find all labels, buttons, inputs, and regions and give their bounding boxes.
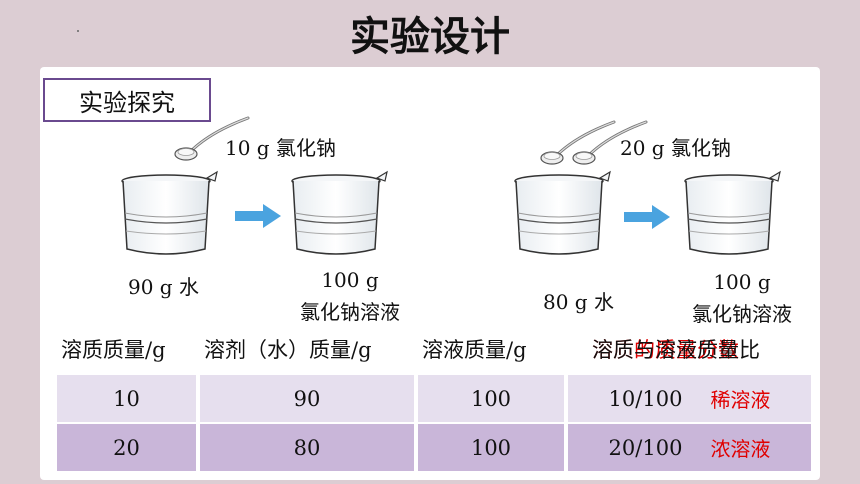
dot-mark (77, 30, 79, 32)
result-name-1: 氯化钠溶液 (300, 300, 400, 324)
solute-label-1: 10 g 氯化钠 (225, 136, 336, 160)
ratio-note: 浓溶液 (710, 437, 771, 461)
section-tag: 实验探究 (43, 78, 211, 122)
ratio-value: 20/100 (608, 435, 683, 460)
page-title: 实验设计 (350, 14, 510, 60)
table-row: 20 80 100 20/100 浓溶液 (57, 424, 811, 471)
beaker-solution-2 (684, 171, 781, 255)
cell-solute: 10 (57, 375, 196, 422)
cell-solvent: 90 (200, 375, 414, 422)
table-row: 10 90 100 10/100 稀溶液 (57, 375, 811, 422)
arrow-icon (624, 205, 670, 229)
result-name-2: 氯化钠溶液 (692, 302, 792, 326)
beaker-water-1 (121, 171, 218, 255)
header-solute: 溶质质量/g (57, 325, 196, 373)
header-solvent: 溶剂（水）质量/g (200, 325, 414, 373)
result-mass-2: 100 g (713, 270, 771, 294)
cell-solvent: 80 (200, 424, 414, 471)
cell-solution: 100 (418, 375, 564, 422)
beaker-water-2 (514, 171, 611, 255)
header-ratio: 溶质的质量分数 溶质与溶液质量比 (568, 325, 811, 373)
table-header: 溶质质量/g 溶剂（水）质量/g 溶液质量/g 溶质的质量分数 溶质与溶液质量比 (57, 325, 811, 373)
cell-ratio: 20/100 浓溶液 (568, 424, 811, 471)
header-ratio-text: 溶质的质量分数 溶质与溶液质量比 (592, 334, 760, 364)
header-solution: 溶液质量/g (418, 325, 564, 373)
cell-ratio: 10/100 稀溶液 (568, 375, 811, 422)
cell-solution: 100 (418, 424, 564, 471)
ratio-note: 稀溶液 (710, 388, 771, 412)
solvent-label-2: 80 g 水 (543, 290, 614, 314)
header-ratio-label: 溶质与溶液质量比 (592, 338, 760, 362)
cell-solute: 20 (57, 424, 196, 471)
result-mass-1: 100 g (321, 268, 379, 292)
solute-label-2: 20 g 氯化钠 (620, 136, 731, 160)
solvent-label-1: 90 g 水 (128, 275, 199, 299)
header-mass-fraction: 溶质的质量分数 (592, 338, 739, 362)
arrow-icon (235, 204, 281, 228)
section-tag-label: 实验探究 (79, 88, 175, 117)
beaker-solution-1 (291, 171, 388, 255)
ratio-value: 10/100 (608, 386, 683, 411)
